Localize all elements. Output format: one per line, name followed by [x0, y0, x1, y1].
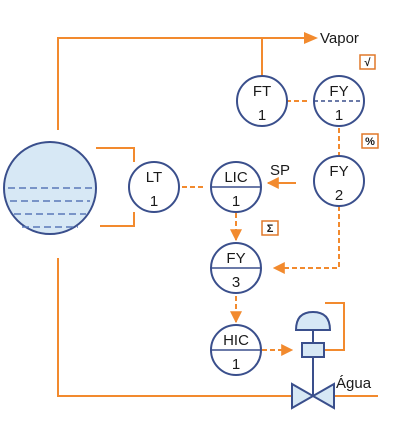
boiler-drum: [3, 141, 97, 235]
fy1-tag: FY: [329, 83, 348, 100]
agua-label: Água: [336, 375, 372, 392]
lt1-tag: LT: [146, 169, 162, 186]
control-valve[interactable]: [291, 310, 335, 410]
valve-positioner: [301, 342, 325, 358]
lt-upper-tap: [96, 147, 135, 162]
valve-body-left: [291, 382, 316, 410]
steam-line: [57, 37, 308, 130]
hic1-bubble[interactable]: HIC 1: [210, 324, 262, 376]
fy2-tag: FY: [329, 163, 348, 180]
fy2-to-fy3-signal: [272, 206, 340, 274]
ft1-bubble[interactable]: FT 1: [236, 75, 288, 127]
fy2-loop: 2: [335, 187, 343, 204]
ft1-tag: FT: [253, 83, 271, 100]
fy3-loop: 3: [232, 274, 240, 291]
fy3-tag: FY: [226, 250, 245, 267]
percent-function-box: %: [361, 133, 379, 149]
vapor-label: Vapor: [320, 30, 359, 47]
water-line: [57, 258, 378, 397]
valve-body-right: [310, 382, 335, 410]
fy1-bubble[interactable]: FY 1: [313, 75, 365, 127]
fy2-bubble[interactable]: FY 2: [313, 155, 365, 207]
process-piping: [57, 32, 378, 397]
lic1-bubble[interactable]: LIC 1: [210, 161, 262, 213]
lt-lower-tap: [100, 212, 135, 227]
lic1-tag: LIC: [224, 169, 248, 186]
hic1-loop: 1: [232, 356, 240, 373]
percent-symbol: %: [365, 136, 375, 148]
steam-arrow: [304, 32, 318, 44]
setpoint-label: SP: [270, 162, 290, 179]
sqrt-function-box: √: [359, 54, 376, 70]
fy1-loop: 1: [335, 107, 343, 124]
hic1-tag: HIC: [223, 332, 249, 349]
sum-symbol: Σ: [267, 223, 274, 235]
lic1-loop: 1: [232, 193, 240, 210]
sum-function-box: Σ: [261, 220, 279, 236]
valve-actuator-dome: [294, 310, 332, 331]
sqrt-symbol: √: [364, 57, 371, 69]
actuator-loop: [322, 302, 345, 351]
lt1-loop: 1: [150, 193, 158, 210]
lt1-bubble[interactable]: LT 1: [128, 161, 180, 213]
fy3-bubble[interactable]: FY 3: [210, 242, 262, 294]
ft1-loop: 1: [258, 107, 266, 124]
level-lines: [8, 187, 92, 228]
